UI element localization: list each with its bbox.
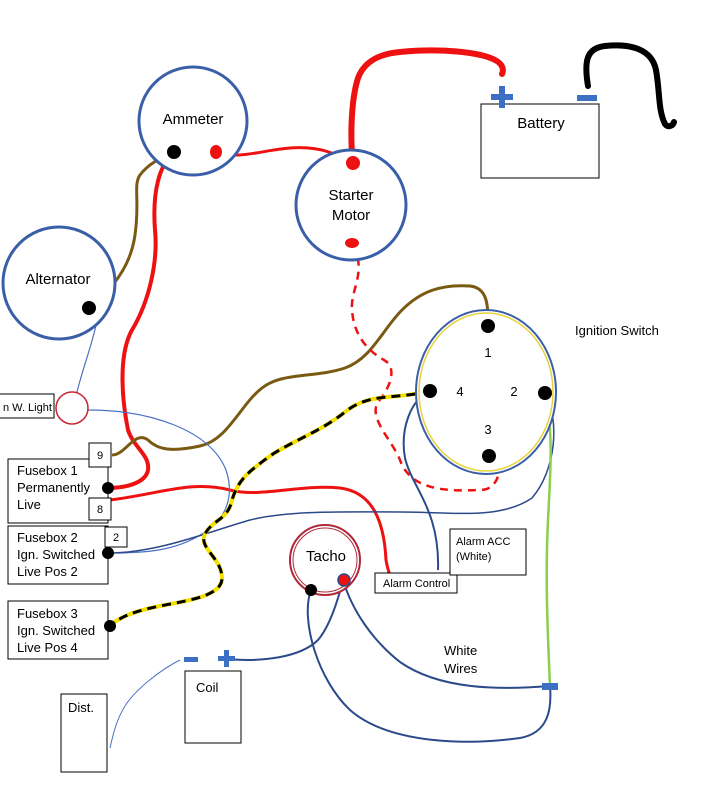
fusebox1-to-alarm-control-wire xyxy=(109,485,392,576)
warning-light-loop-wire xyxy=(87,409,230,554)
distributor: Dist. xyxy=(60,693,108,773)
coil-to-tacho-wire xyxy=(227,579,344,661)
ammeter-label: Ammeter xyxy=(163,111,224,128)
starter-motor: Starter Motor xyxy=(294,148,408,262)
fusebox-1-terminal xyxy=(102,482,114,494)
warning-light-label: n W. Light xyxy=(3,402,52,414)
ign-terminal-label-2: 2 xyxy=(510,384,517,399)
fusebox-3-terminal xyxy=(104,620,116,632)
fusebox-3-line2: Ign. Switched xyxy=(17,623,95,638)
tacho-terminal-right xyxy=(337,573,351,587)
fuse-tag-9: 9 xyxy=(88,442,112,468)
fusebox-2: Fusebox 2 Ign. Switched Live Pos 2 xyxy=(7,525,114,585)
coil: Coil xyxy=(184,650,242,744)
battery-positive-cable xyxy=(348,47,506,168)
alarm-control: Alarm Control xyxy=(374,572,458,594)
fuse-number-2: 2 xyxy=(113,532,119,544)
ign-terminal-label-4: 4 xyxy=(456,384,463,399)
ign4-to-alarm-acc-wire xyxy=(402,390,440,571)
alternator-label: Alternator xyxy=(25,271,90,288)
tacho: Tacho xyxy=(289,524,361,596)
alarm-control-label: Alarm Control xyxy=(383,578,450,590)
battery-negative-cable xyxy=(583,42,677,130)
ammeter-to-fusebox1-wire xyxy=(107,151,175,490)
ammeter-terminal-right xyxy=(210,145,222,159)
alarm-acc-line2: (White) xyxy=(456,551,491,563)
battery-positive-terminal-icon xyxy=(491,86,513,108)
starter-main-terminal xyxy=(346,156,360,170)
tacho-label: Tacho xyxy=(306,548,346,565)
battery-label: Battery xyxy=(517,115,565,132)
ign2-to-junction-green-wire xyxy=(543,392,552,687)
white-wires-label-line2: Wires xyxy=(444,661,478,676)
fusebox-2-terminal xyxy=(102,547,114,559)
fusebox-3-line1: Fusebox 3 xyxy=(17,606,78,621)
ignition-switch-label: Ignition Switch xyxy=(575,323,659,338)
fusebox-3: Fusebox 3 Ign. Switched Live Pos 4 xyxy=(7,600,116,660)
ignition-switch: 1 4 2 3 xyxy=(415,309,557,475)
ign-terminal-1 xyxy=(481,319,495,333)
ign-terminal-label-1: 1 xyxy=(484,345,491,360)
warning-light-bulb-icon xyxy=(55,391,89,425)
fusebox-1-line3: Live xyxy=(17,497,41,512)
fusebox-to-ign1-wire xyxy=(111,284,490,457)
alternator: Alternator xyxy=(1,225,117,341)
coil-to-dist-wire xyxy=(109,659,181,749)
fuse-tag-2: 2 xyxy=(104,526,128,548)
ammeter: Ammeter xyxy=(137,65,249,177)
dist-label: Dist. xyxy=(68,700,94,715)
coil-negative-terminal-icon xyxy=(184,657,198,662)
fusebox-3-line3: Live Pos 4 xyxy=(17,640,78,655)
ign-terminal-3 xyxy=(482,449,496,463)
ign-terminal-4 xyxy=(423,384,437,398)
fusebox-2-line2: Ign. Switched xyxy=(17,547,95,562)
battery: Battery xyxy=(480,86,600,179)
fuse-number-9: 9 xyxy=(97,450,103,462)
alarm-acc: Alarm ACC (White) xyxy=(449,528,527,576)
warning-light: n W. Light xyxy=(0,391,89,425)
ign-terminal-2 xyxy=(538,386,552,400)
fusebox-2-line3: Live Pos 2 xyxy=(17,564,78,579)
alarm-acc-line1: Alarm ACC xyxy=(456,536,510,548)
starter-label-line2: Motor xyxy=(332,207,370,224)
white-wires-label-line1: White xyxy=(444,643,477,658)
starter-label-line1: Starter xyxy=(328,187,373,204)
ign-terminal-label-3: 3 xyxy=(484,422,491,437)
starter-solenoid-terminal xyxy=(345,238,359,248)
fusebox-2-line1: Fusebox 2 xyxy=(17,530,78,545)
alternator-terminal xyxy=(82,301,96,315)
white-wire-junction-icon xyxy=(542,683,558,690)
fusebox-1: Fusebox 1 Permanently Live xyxy=(7,458,114,524)
ign4-to-fusebox3-wire xyxy=(110,389,431,626)
coil-positive-terminal-icon xyxy=(218,650,235,667)
fusebox-1-line1: Fusebox 1 xyxy=(17,463,78,478)
ign2-to-fusebox2-wire xyxy=(111,392,555,554)
tacho-to-junction-wire xyxy=(342,579,551,689)
tacho-terminal-left xyxy=(305,584,317,596)
battery-negative-terminal-icon xyxy=(577,95,597,101)
coil-label: Coil xyxy=(196,680,219,695)
tacho-loop-wire xyxy=(306,589,552,743)
fusebox-1-line2: Permanently xyxy=(17,480,90,495)
fuse-number-8: 8 xyxy=(97,504,103,516)
ammeter-terminal-left xyxy=(167,145,181,159)
alternator-to-warning-light-wire xyxy=(75,324,97,397)
fuse-tag-8: 8 xyxy=(88,497,112,521)
